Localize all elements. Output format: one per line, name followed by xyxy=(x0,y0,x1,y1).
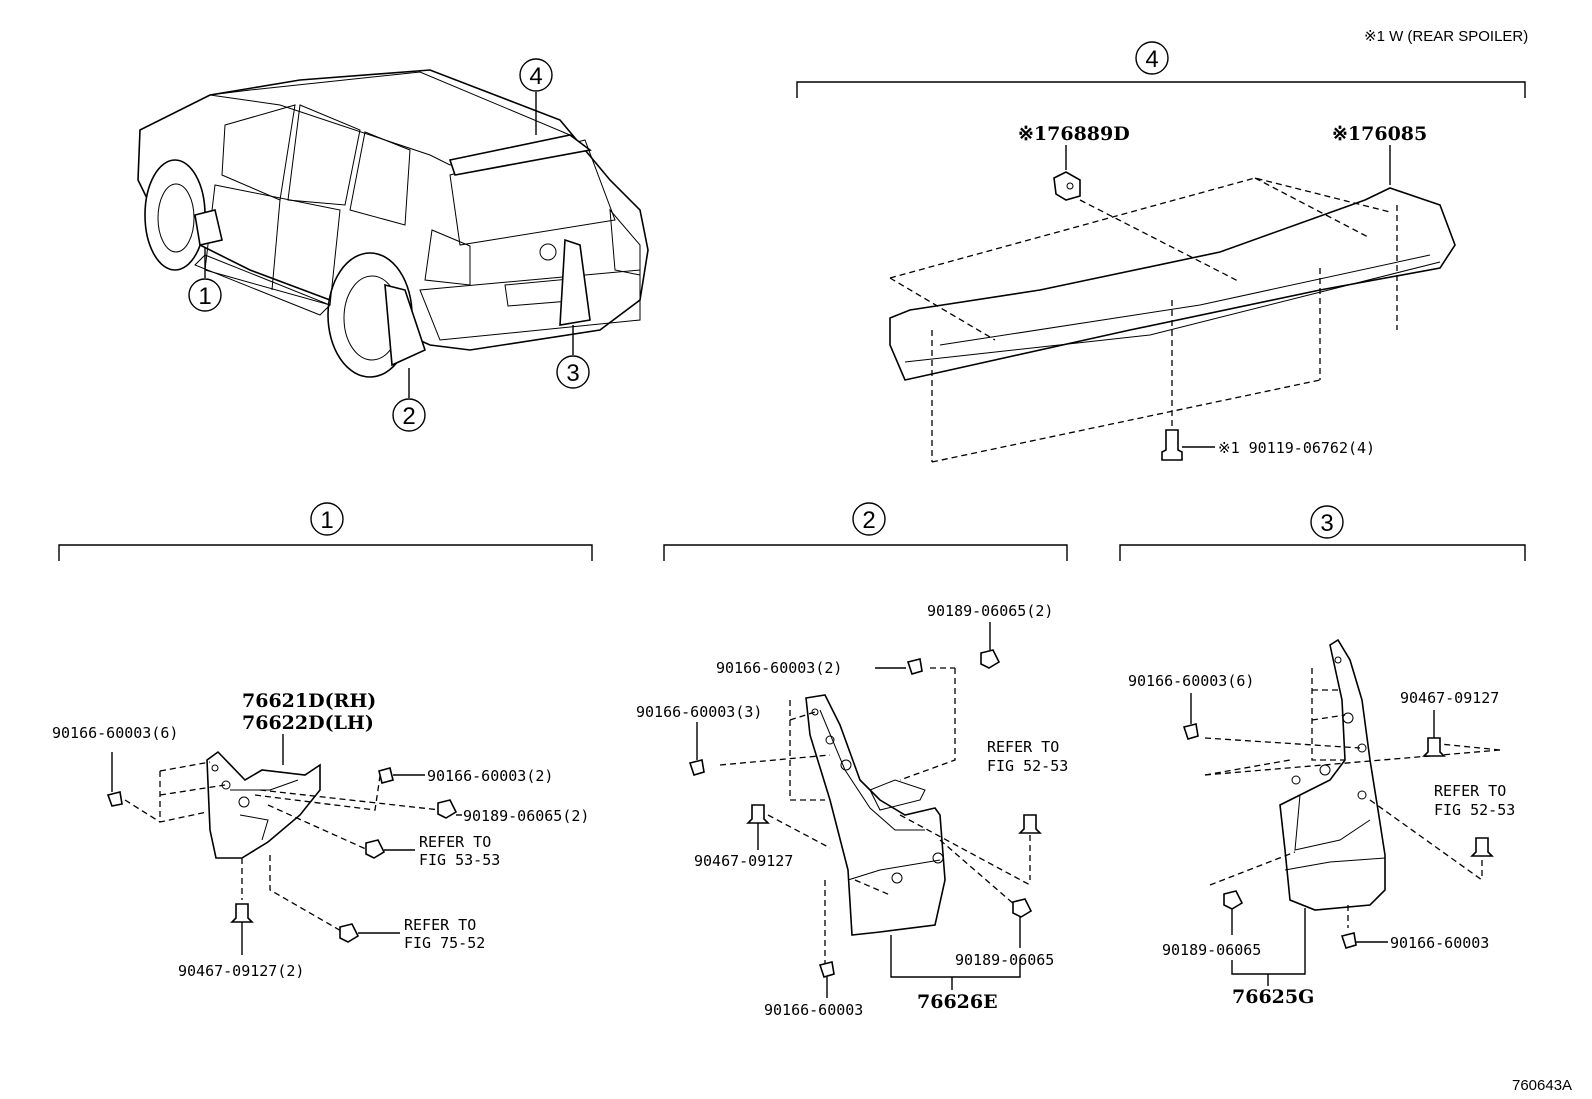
label-76621d-rh: 76621D(RH) xyxy=(242,690,376,712)
svg-text:1: 1 xyxy=(198,283,211,310)
screw-icon xyxy=(875,658,923,675)
label-s3-fig-52-53: FIG 52-53 xyxy=(1434,801,1515,819)
label-76622d-lh: 76622D(LH) xyxy=(242,712,374,734)
label-s1-90189-06065-2: 90189-06065(2) xyxy=(463,807,589,825)
figure-code: 760643A xyxy=(1512,1077,1572,1094)
label-s2-90166-60003-3: 90166-60003(3) xyxy=(636,703,762,721)
callout-1: 1 xyxy=(188,278,222,312)
label-s3-90189-06065: 90189-06065 xyxy=(1162,941,1261,959)
section-2-bracket: 2 xyxy=(663,502,1068,561)
rear-side-mudflap-on-car xyxy=(384,283,426,367)
rear-side-mudflap xyxy=(805,694,946,936)
rear-spoiler-note: ※1 W (REAR SPOILER) xyxy=(1364,28,1528,45)
screw-icon xyxy=(818,961,835,998)
label-90119-06762: ※1 90119-06762(4) xyxy=(1218,439,1375,457)
label-76889d: ※176889D xyxy=(1018,123,1130,145)
callout-3: 3 xyxy=(556,355,590,389)
section-3-bracket: 3 xyxy=(1119,505,1526,561)
clip-icon xyxy=(230,903,254,955)
clip-icon xyxy=(1018,814,1042,834)
label-76625g: 76625G xyxy=(1232,986,1314,1008)
clip-76889d-icon xyxy=(1053,145,1081,201)
svg-text:2: 2 xyxy=(402,403,415,430)
bolt-90119-icon xyxy=(1161,429,1215,461)
label-s2-90189-06065-2: 90189-06065(2) xyxy=(927,602,1053,620)
label-s3-90166-60003: 90166-60003 xyxy=(1390,934,1489,952)
screw-icon xyxy=(378,767,425,784)
label-s1-refer-to-53: REFER TO xyxy=(419,833,491,851)
nut-icon xyxy=(437,799,462,819)
svg-text:4: 4 xyxy=(1145,46,1158,73)
rear-mudflap xyxy=(1279,638,1386,911)
label-s2-refer-to: REFER TO xyxy=(987,738,1059,756)
callout-2: 2 xyxy=(392,398,426,432)
screw-icon xyxy=(688,722,705,776)
label-s2-90189-06065: 90189-06065 xyxy=(955,951,1054,969)
clip-icon xyxy=(1470,837,1494,857)
svg-text:3: 3 xyxy=(566,360,579,387)
section-1-bracket: 1 xyxy=(58,502,593,561)
label-s3-90467-09127: 90467-09127 xyxy=(1400,689,1499,707)
svg-text:2: 2 xyxy=(862,507,875,534)
label-76085: ※176085 xyxy=(1332,123,1427,145)
nut-icon xyxy=(1012,898,1033,948)
rear-mudflap-on-car xyxy=(559,238,591,326)
front-mudflap-on-car xyxy=(194,209,223,246)
screw-icon xyxy=(106,752,123,807)
label-s1-fig-75-52: FIG 75-52 xyxy=(404,934,485,952)
label-s1-refer-to-75: REFER TO xyxy=(404,916,476,934)
label-s2-90166-60003-2: 90166-60003(2) xyxy=(716,659,842,677)
label-s1-90166-60003-6: 90166-60003(6) xyxy=(52,724,178,742)
screw-icon xyxy=(1340,932,1388,949)
screw-icon xyxy=(1182,693,1199,740)
callout-4: 4 xyxy=(519,58,553,92)
nut-icon xyxy=(339,923,400,943)
label-s1-90467-09127-2: 90467-09127(2) xyxy=(178,962,304,980)
label-s1-fig-53-53: FIG 53-53 xyxy=(419,851,500,869)
label-s2-90467-09127: 90467-09127 xyxy=(694,852,793,870)
nut-icon xyxy=(980,622,1001,669)
section-4-bracket: 4 xyxy=(796,41,1526,98)
label-76626e: 76626E xyxy=(917,991,998,1013)
rear-spoiler xyxy=(889,177,1456,463)
clip-icon xyxy=(1422,710,1446,757)
vehicle-overview xyxy=(137,69,649,398)
label-s3-refer-to: REFER TO xyxy=(1434,782,1506,800)
label-s3-90166-60003-6: 90166-60003(6) xyxy=(1128,672,1254,690)
label-s2-fig-52-53: FIG 52-53 xyxy=(987,757,1068,775)
svg-text:3: 3 xyxy=(1320,510,1333,537)
front-mudflap xyxy=(206,750,321,859)
nut-icon xyxy=(365,839,415,859)
label-s1-90166-60003-2: 90166-60003(2) xyxy=(427,767,553,785)
svg-text:1: 1 xyxy=(320,507,333,534)
nut-icon xyxy=(1223,890,1244,935)
clip-icon xyxy=(746,804,770,850)
label-s2-90166-60003: 90166-60003 xyxy=(764,1001,863,1019)
svg-text:4: 4 xyxy=(529,63,542,90)
